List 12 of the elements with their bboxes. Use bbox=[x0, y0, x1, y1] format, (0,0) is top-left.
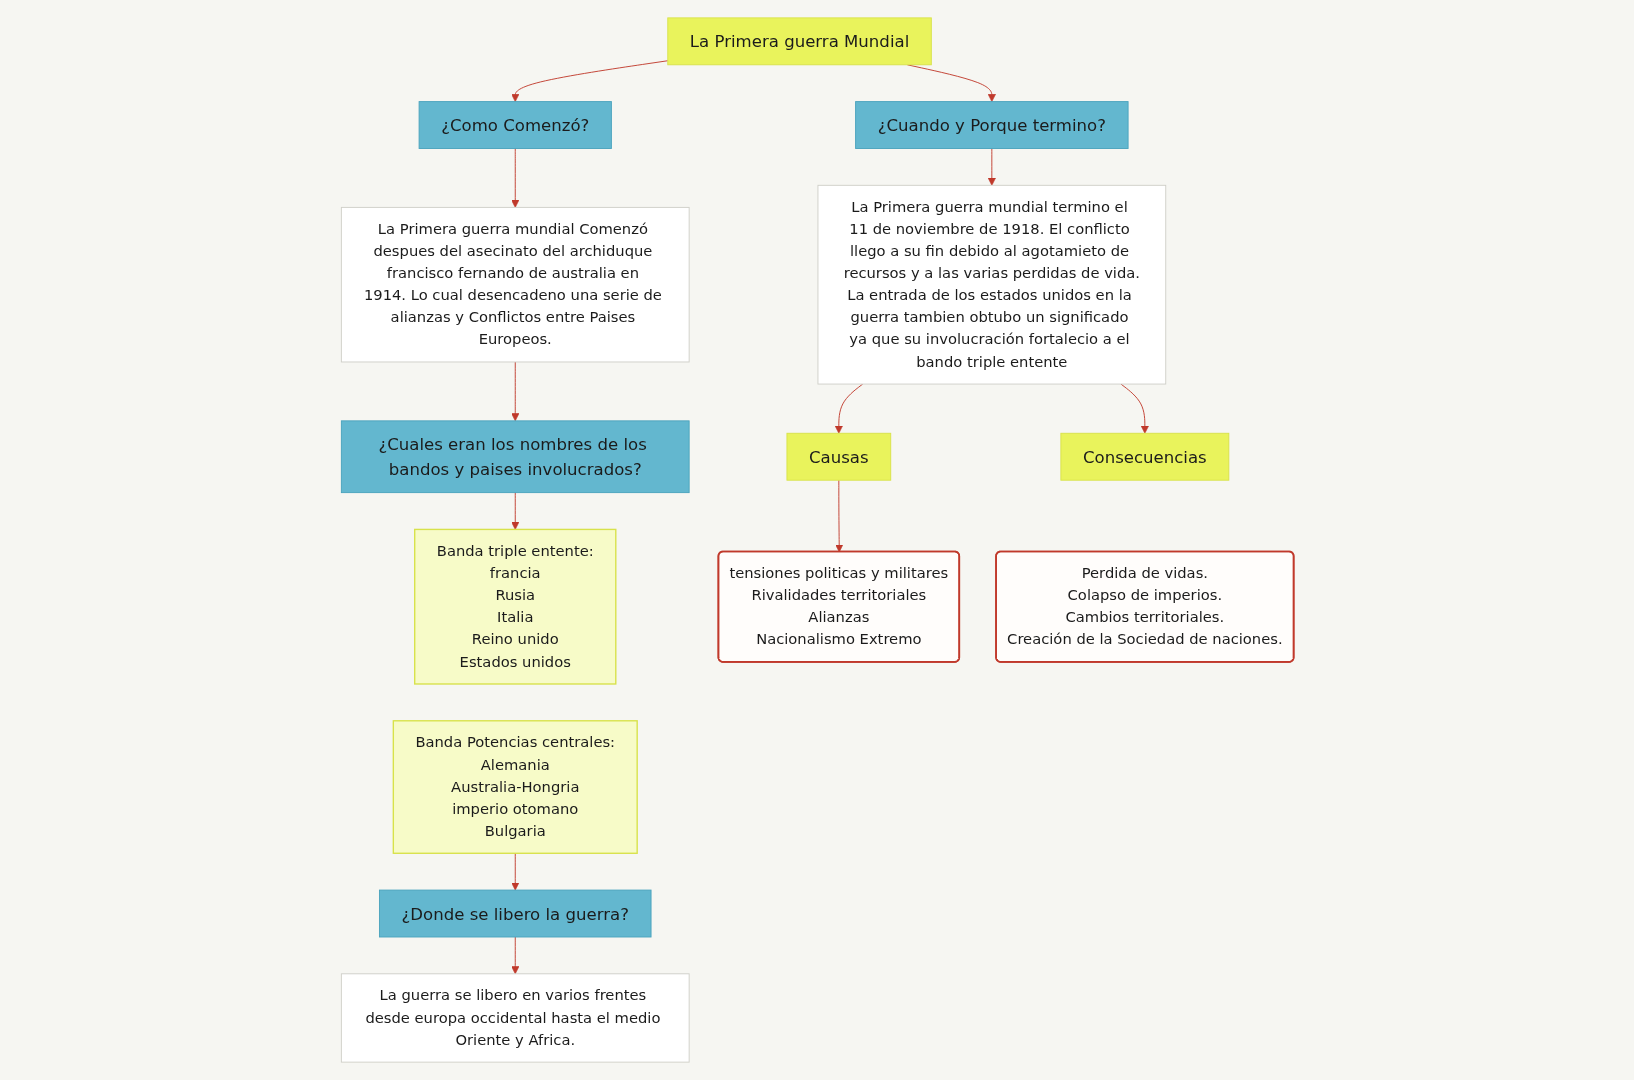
node-box: ¿Cuales eran los nombres de los bandos y paises involucrados? bbox=[340, 420, 690, 494]
node-box: ¿Donde se libero la guerra? bbox=[378, 889, 651, 938]
node-box: La Primera guerra mundial Comenzó despues del asecinato del archiduque francisco fernando de australia en 1914. Lo cual desencadeno una serie de alianzas y Conflictos entre Paises Europeos. bbox=[340, 206, 690, 363]
node-box: ¿Cuando y Porque termino? bbox=[854, 101, 1129, 149]
node-box: Banda triple entente: francia Rusia Italia Reino unido Estados unidos bbox=[413, 528, 616, 685]
node-box: La Primera guerra mundial termino el 11 de noviembre de 1918. El conflicto llego a su fin debido al agotamieto de recursos y a las varias perdidas de vida. La entrada de los estados unidos en la guerra tambien obtubo un significado ya que su involucración fortalecio a el bando triple entente bbox=[817, 184, 1166, 385]
node-box: ¿Como Comenzó? bbox=[418, 101, 612, 149]
node-box: Consecuencias bbox=[1059, 432, 1229, 481]
node-box: Causas bbox=[786, 432, 891, 481]
node-box: La guerra se libero en varios frentes desde europa occidental hasta el medio Oriente y Africa. bbox=[340, 973, 690, 1063]
node-box: La Primera guerra Mundial bbox=[666, 17, 932, 66]
node-box: Banda Potencias centrales: Alemania Australia-Hongria imperio otomano Bulgaria bbox=[392, 720, 638, 854]
